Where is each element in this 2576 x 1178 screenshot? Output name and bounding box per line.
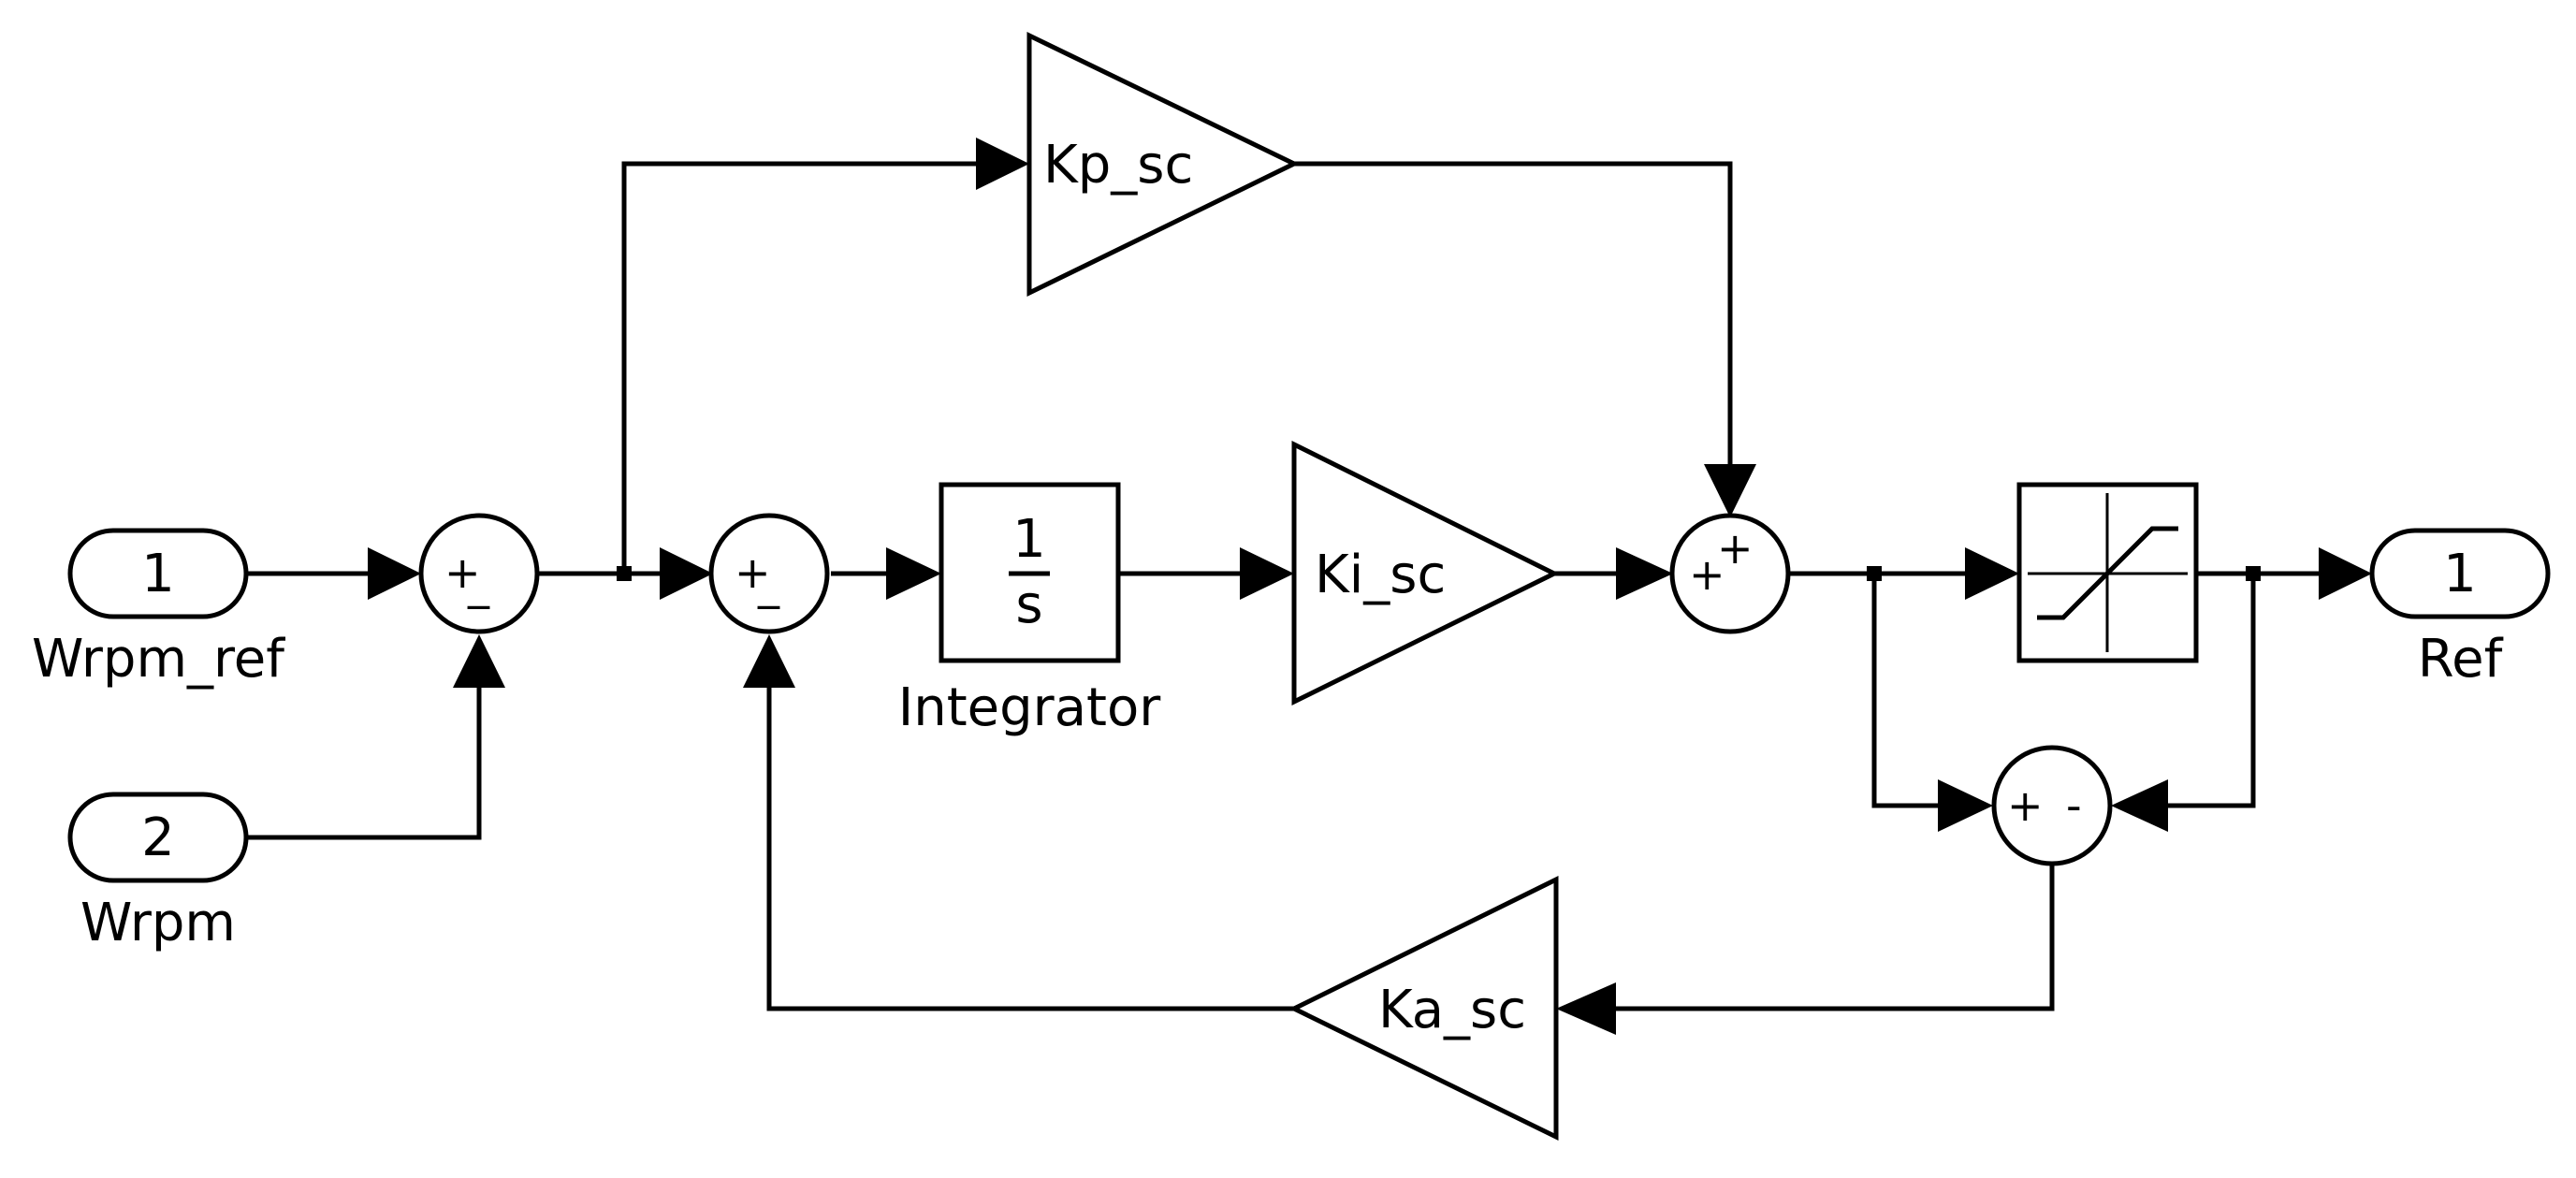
arrowhead-sum3-in2 (1704, 464, 1756, 517)
integrator-block[interactable]: 1 s Integrator (898, 482, 1162, 738)
arrowhead-sum1-in1 (368, 547, 421, 600)
sum-block-4-shape[interactable] (1991, 745, 2113, 866)
sum-block-2[interactable]: + _ (708, 513, 830, 634)
arrowhead-saturation-in (1965, 547, 2019, 600)
sum-block-2-shape[interactable] (708, 513, 830, 634)
arrowhead-outport-in (2319, 547, 2372, 600)
gain-ki-label: Ki_sc (1315, 545, 1446, 605)
sum-block-4-minus: - (2066, 780, 2082, 831)
arrowhead-sum3-in1 (1616, 547, 1673, 600)
sum-block-4[interactable]: + - (1991, 745, 2113, 866)
integrator-denominator: s (1015, 574, 1042, 635)
integrator-name: Integrator (898, 677, 1162, 738)
sum-block-4-plus: + (2007, 780, 2044, 831)
outport-1[interactable]: 1 Ref (2369, 528, 2551, 690)
sum-block-3-shape[interactable] (1669, 513, 1791, 634)
sum-block-1-plus: + (444, 547, 481, 598)
wire-sat-to-sum4[interactable] (2168, 574, 2256, 808)
wire-ka-to-sum2[interactable] (766, 688, 1294, 1011)
gain-kp-shape[interactable] (1026, 32, 1300, 298)
arrowhead-ki-in (1240, 547, 1294, 600)
wire-inport2-to-sum1[interactable] (246, 688, 482, 840)
arrowhead-sum4-in1 (1938, 779, 1993, 832)
arrowhead-kp-in (976, 138, 1029, 190)
inport-2-number: 2 (141, 807, 175, 868)
wire-unsat-to-sum4[interactable] (1871, 574, 1938, 808)
integrator-numerator: 1 (1012, 509, 1046, 570)
sum-block-1-shape[interactable] (418, 513, 540, 634)
arrowhead-sum1-in2 (453, 634, 505, 688)
gain-ki[interactable]: Ki_sc (1291, 440, 1560, 706)
arrowheads (368, 138, 2372, 1035)
wire-kp-to-sum3[interactable] (1294, 161, 1733, 464)
sum-block-1-minus: _ (467, 559, 490, 609)
gain-ka-label: Ka_sc (1378, 980, 1526, 1040)
gain-kp-label: Kp_sc (1043, 135, 1193, 196)
outport-1-number: 1 (2443, 544, 2477, 604)
inport-1[interactable]: 1 Wrpm_ref (32, 528, 285, 690)
sum-block-3-plus-left: + (1689, 549, 1725, 600)
wire-branch-to-kp[interactable] (621, 161, 976, 574)
inport-1-number: 1 (141, 544, 175, 604)
arrowhead-ka-in (1556, 982, 1616, 1035)
sum-block-2-minus: _ (757, 559, 780, 609)
arrowhead-integrator-in (886, 547, 941, 600)
saturation-block[interactable] (2016, 482, 2199, 663)
wire-sum4-to-ka[interactable] (1616, 864, 2055, 1011)
gain-ka-shape[interactable] (1288, 875, 1559, 1142)
outport-1-shape[interactable] (2369, 528, 2551, 619)
sum-block-1[interactable]: + _ (418, 513, 540, 634)
arrowhead-sum2-in1 (660, 547, 713, 600)
branch-point-kp (617, 566, 632, 581)
inport-2-shape[interactable] (67, 792, 249, 883)
arrowhead-sum2-in2 (743, 634, 795, 688)
sum-block-3-plus-top: + (1717, 523, 1754, 574)
sum-block-3[interactable]: + + (1669, 513, 1791, 634)
branch-points (617, 566, 2261, 581)
outport-1-name: Ref (2418, 629, 2504, 690)
gain-kp[interactable]: Kp_sc (1026, 32, 1300, 298)
branch-point-unsat (1867, 566, 1882, 581)
inport-1-name: Wrpm_ref (32, 629, 285, 690)
inport-2[interactable]: 2 Wrpm (67, 792, 249, 953)
inport-1-shape[interactable] (67, 528, 249, 619)
sum-block-2-plus: + (735, 547, 771, 598)
inport-2-name: Wrpm (80, 893, 236, 953)
gain-ki-shape[interactable] (1291, 440, 1560, 706)
branch-point-sat (2246, 566, 2261, 581)
gain-ka[interactable]: Ka_sc (1288, 875, 1559, 1142)
signal-lines (246, 161, 2319, 1011)
arrowhead-sum4-in2 (2111, 779, 2168, 832)
saturation-curve-icon (2028, 493, 2188, 652)
